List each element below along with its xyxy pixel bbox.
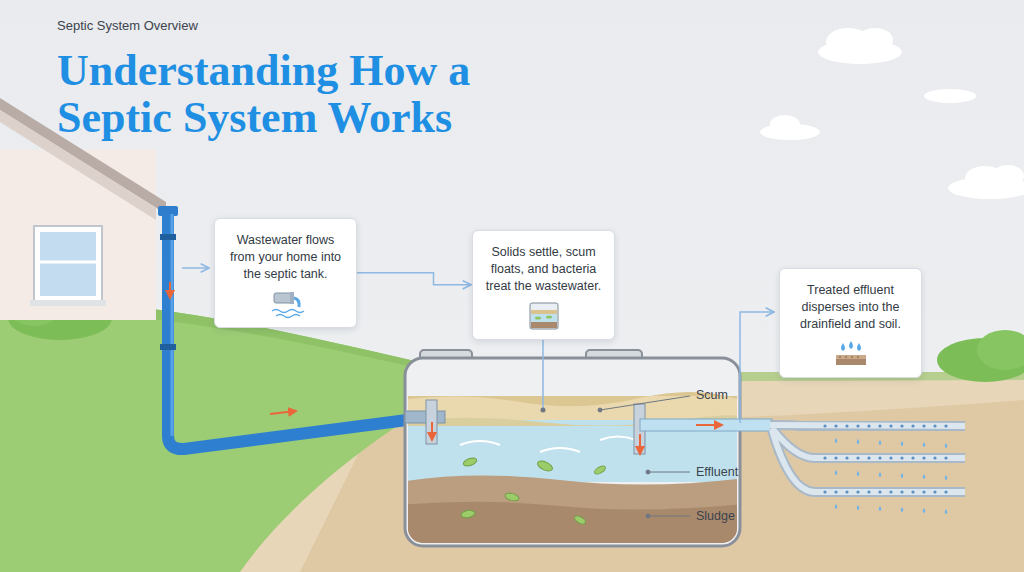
flow-arrow (357, 273, 470, 285)
callout-text: Treated effluent disperses into the drai… (790, 282, 911, 333)
callout-text: Solids settle, scum floats, and bacteria… (483, 244, 604, 295)
title: Understanding How a Septic System Works (57, 48, 527, 141)
tank-icon (524, 301, 564, 331)
callout-box: Treated effluent disperses into the drai… (779, 268, 922, 378)
kicker-label: Septic System Overview (57, 18, 198, 33)
drops-icon (831, 339, 871, 369)
callout-box: Wastewater flows from your home into the… (214, 218, 357, 328)
callout-text: Wastewater flows from your home into the… (225, 232, 346, 283)
layer-label: Effluent (696, 465, 738, 479)
layer-label: Scum (696, 388, 728, 402)
callout-box: Solids settle, scum floats, and bacteria… (472, 230, 615, 340)
layer-label: Sludge (696, 509, 735, 523)
pipe-icon (266, 289, 306, 319)
